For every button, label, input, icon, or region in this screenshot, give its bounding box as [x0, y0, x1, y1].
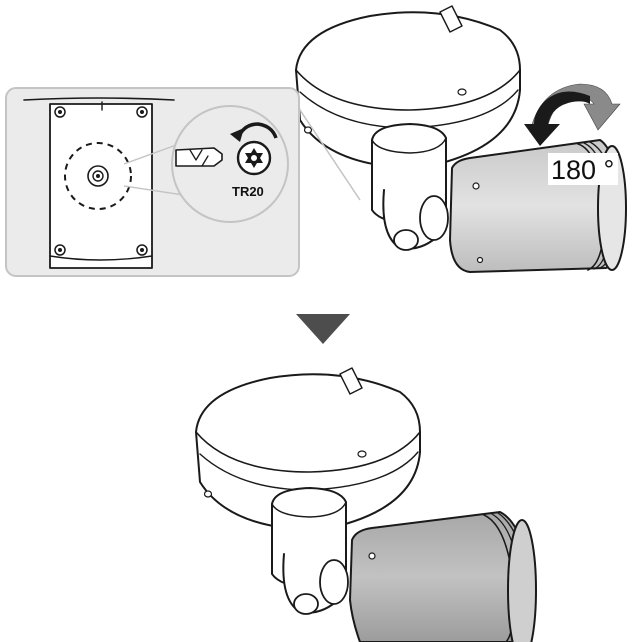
camera-arm	[372, 124, 448, 250]
torx-screw-icon	[238, 142, 270, 174]
corner-screw-icon	[137, 245, 147, 255]
screwdriver-icon	[176, 148, 222, 166]
corner-screw-icon	[55, 107, 65, 117]
camera-arm	[272, 488, 348, 614]
corner-screw-icon	[137, 107, 147, 117]
camera-before-rotation: 180 °	[296, 6, 626, 272]
center-screw-icon	[88, 166, 108, 186]
rotate-arrow-icon	[524, 84, 620, 146]
rotation-angle-label: 180 °	[551, 155, 614, 185]
down-arrow-icon	[296, 314, 350, 344]
screwdriver-bit-label: TR20	[232, 184, 264, 199]
camera-after-rotation	[196, 368, 536, 642]
corner-screw-icon	[55, 245, 65, 255]
camera-body	[350, 512, 536, 642]
